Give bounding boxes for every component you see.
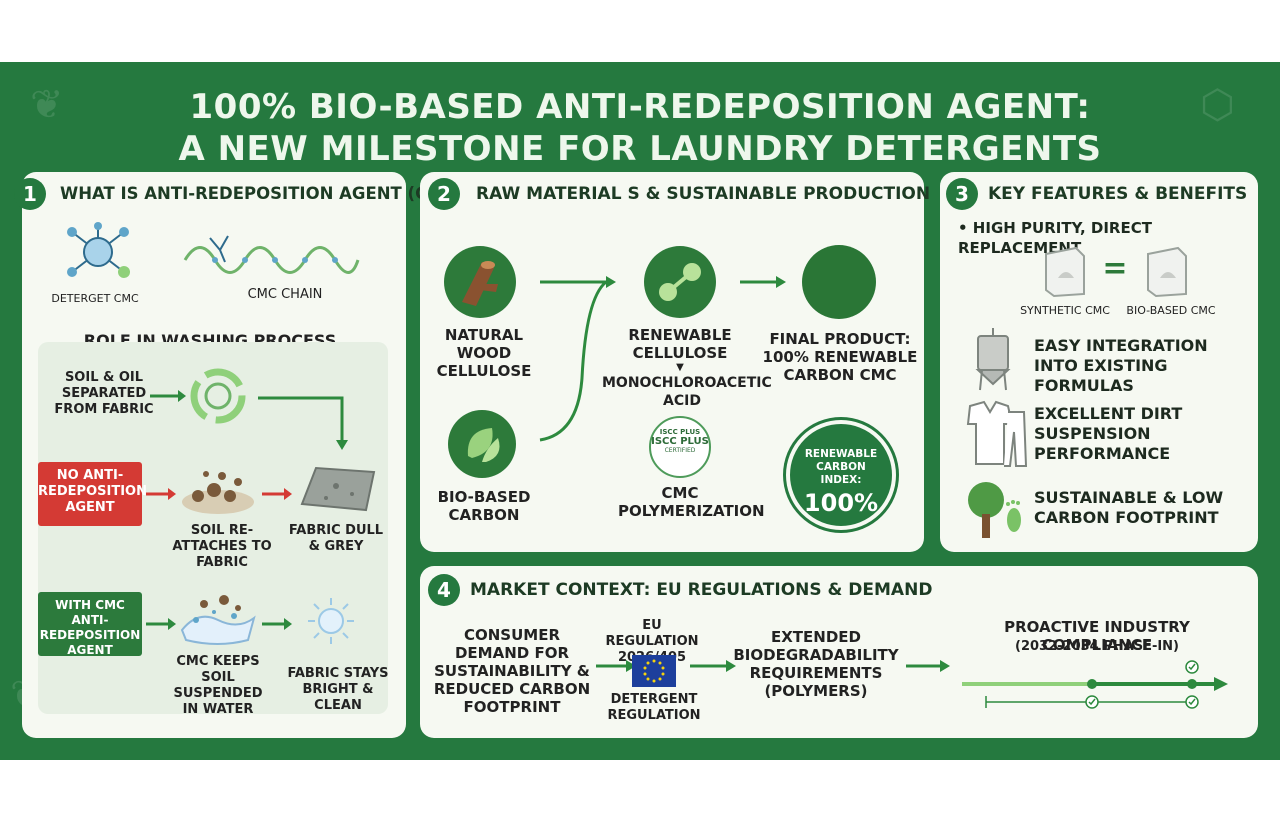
soil-pile-icon (182, 471, 254, 514)
feature-sustainable: SUSTAINABLE & LOW CARBON FOOTPRINT (1034, 488, 1224, 527)
sparkle-sun-icon (308, 598, 354, 644)
tree-footprint-icon (968, 482, 1021, 538)
index-value: 100% (803, 489, 879, 517)
synthetic-label: SYNTHETIC CMC (1020, 304, 1110, 317)
recycle-icon (190, 368, 246, 424)
soil-separated-label: SOIL & OIL SEPARATED FROM FABRIC (54, 370, 154, 417)
section-number-3: 3 (946, 178, 978, 210)
index-label: RENEWABLE CARBON INDEX: (804, 448, 878, 486)
arrow-right-icon (262, 618, 292, 630)
equals-sign: = (1102, 251, 1128, 286)
title-line-2: A NEW MILESTONE FOR LAUNDRY DETERGENTS (178, 129, 1102, 169)
final-product-label: FINAL PRODUCT: 100% RENEWABLE CARBON CMC (762, 330, 918, 384)
molecule-icon (67, 222, 130, 278)
page-title: 100% BIO-BASED ANTI-REDEPOSITION AGENT: … (0, 86, 1280, 170)
wood-label: NATURAL WOOD CELLULOSE (436, 326, 532, 380)
arrow-right-icon (596, 660, 636, 672)
molecule-pattern-icon: ⬡ (1200, 82, 1235, 128)
polymerization-label: CMC POLYMERIZATION (618, 484, 765, 520)
elbow-arrow-icon (258, 396, 348, 450)
section-2-heading: RAW MATERIAL S & SUSTAINABLE PRODUCTION (476, 184, 931, 204)
section-4-heading: MARKET CONTEXT: EU REGULATIONS & DEMAND (470, 580, 933, 600)
synthetic-box-icon (1045, 246, 1085, 298)
phase-in-label: (2032-2034 PHASE-IN) (1015, 639, 1179, 654)
extended-biodegradability-label: EXTENDED BIODEGRADABILITY REQUIREMENTS (… (733, 628, 899, 700)
final-product-circle (802, 245, 876, 319)
cmc-chain-label: CMC CHAIN (247, 287, 323, 302)
consumer-demand-label: CONSUMER DEMAND FOR SUSTAINABILITY & RED… (433, 626, 591, 716)
flow-arrows-icon (539, 276, 616, 442)
arrow-right-icon (146, 618, 176, 630)
title-line-1: 100% BIO-BASED ANTI-REDEPOSITION AGENT: (189, 87, 1091, 127)
renewable-cellulose-label: RENEWABLE CELLULOSE (628, 326, 732, 362)
mca-label: MONOCHLOROACETIC ACID (602, 375, 772, 409)
soil-reattaches-label: SOIL RE-ATTACHES TO FABRIC (172, 523, 272, 570)
panel-market-context (420, 566, 1258, 738)
arrow-right-red-icon (262, 488, 292, 500)
silo-icon (975, 328, 1011, 391)
carbon-label: BIO-BASED CARBON (437, 488, 531, 524)
arrow-right-red-icon (146, 488, 176, 500)
fabric-bright-label: FABRIC STAYS BRIGHT & CLEAN (287, 666, 389, 713)
no-agent-box: NO ANTI-REDEPOSITION AGENT (38, 462, 147, 526)
leaf-pattern-icon: ❦ (30, 82, 64, 128)
section-number-2: 2 (428, 178, 460, 210)
detergent-regulation-label: DETERGENT REGULATION (607, 692, 701, 723)
iscc-line-3: CERTIFIED (664, 447, 696, 454)
feature-integration: EASY INTEGRATION INTO EXISTING FORMULAS (1034, 336, 1208, 395)
iscc-line-1: ISCC PLUS (659, 428, 701, 436)
suspended-soil-icon (180, 595, 256, 645)
leaf-icon (448, 410, 516, 478)
molecule-label: DETERGET CMC (51, 292, 139, 305)
wood-icon (444, 246, 516, 318)
with-cmc-box: WITH CMC ANTI-REDEPOSITION AGENT (38, 592, 142, 657)
feature-suspension: EXCELLENT DIRT SUSPENSION PERFORMANCE (1034, 404, 1183, 463)
eu-flag-icon (632, 655, 676, 687)
proactive-compliance-label: PROACTIVE INDUSTRY COMPLIANCE (1004, 618, 1190, 654)
section-3-heading: KEY FEATURES & BENEFITS (988, 184, 1248, 204)
arrow-right-icon (150, 390, 186, 402)
section-number-4: 4 (428, 574, 460, 606)
iscc-line-2: ISCC PLUS (651, 436, 709, 447)
dull-fabric-icon (300, 466, 376, 512)
arrow-right-icon (906, 660, 950, 672)
cmc-keeps-label: CMC KEEPS SOIL SUSPENDED IN WATER (173, 654, 263, 717)
arrow-right-icon (690, 660, 736, 672)
cmc-chain-icon (183, 235, 360, 274)
timeline-icon (962, 660, 1228, 709)
cellulose-molecule-icon (644, 246, 716, 318)
down-triangle-icon: ▼ (676, 362, 684, 373)
biobased-box-icon (1147, 246, 1187, 298)
clothing-icon (966, 400, 1028, 467)
biobased-label: BIO-BASED CMC (1126, 304, 1216, 317)
arrow-right-icon (740, 276, 786, 288)
fabric-dull-label: FABRIC DULL & GREY (288, 523, 384, 554)
section-1-heading: WHAT IS ANTI-REDEPOSITION AGENT (CMC)? (60, 184, 473, 203)
iscc-certified-badge: ISCC PLUS ISCC PLUS CERTIFIED (649, 416, 711, 478)
section-number-1: 1 (14, 178, 46, 210)
renewable-index-badge: RENEWABLE CARBON INDEX: 100% (786, 420, 896, 530)
